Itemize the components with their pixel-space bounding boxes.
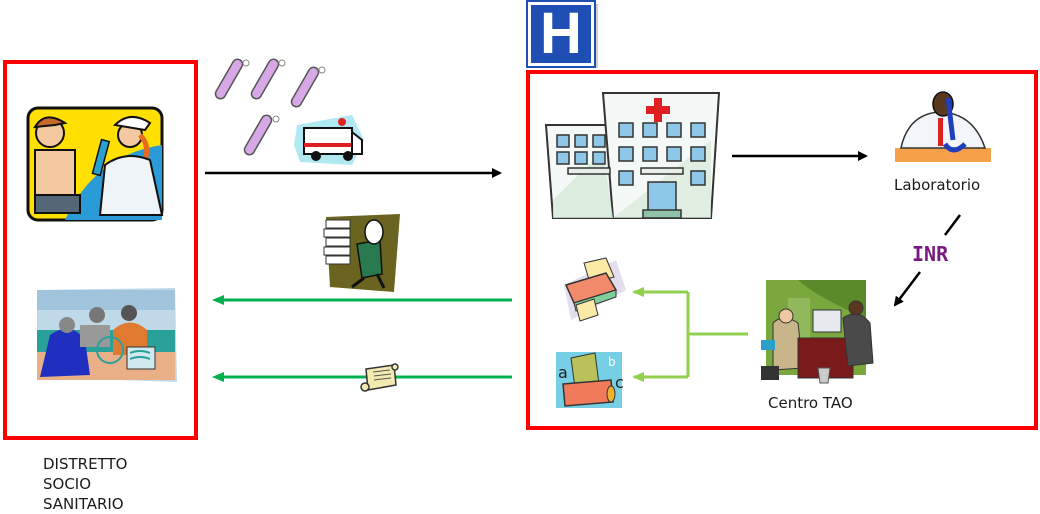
arrow-lab-to-inr	[944, 214, 961, 236]
hospital-box	[526, 70, 1038, 430]
laboratorio-label: Laboratorio	[894, 176, 981, 194]
svg-text:b: b	[608, 355, 616, 369]
fax-icon: a b c	[556, 352, 624, 408]
office-meeting-icon	[761, 280, 874, 384]
distretto-box	[3, 60, 198, 440]
reception-desk-icon	[37, 288, 177, 382]
hospital-building-icon	[544, 92, 721, 219]
laboratory-scientist-icon	[895, 91, 991, 162]
hospital-sign-letter: H	[540, 1, 582, 66]
inr-label: INR	[912, 242, 949, 266]
vaccination-icon	[26, 106, 164, 222]
courier-papers-icon	[323, 214, 400, 292]
printer-icon	[564, 257, 626, 322]
scroll-document-icon	[360, 363, 399, 392]
arrow-inr-to-centro	[893, 271, 921, 307]
distretto-line-1: DISTRETTO	[43, 455, 128, 473]
distretto-line-2: SOCIO	[43, 475, 92, 493]
hospital-sign: H	[526, 0, 596, 68]
svg-text:c: c	[615, 373, 624, 392]
test-tubes-icon	[214, 58, 326, 156]
distretto-label: DISTRETTO SOCIO SANITARIO	[43, 454, 127, 514]
ambulance-icon	[294, 115, 364, 165]
svg-text:a: a	[558, 363, 568, 382]
centro-tao-label: Centro TAO	[768, 394, 853, 412]
arrow-centro-to-outputs	[632, 287, 748, 382]
distretto-line-3: SANITARIO	[43, 495, 124, 513]
